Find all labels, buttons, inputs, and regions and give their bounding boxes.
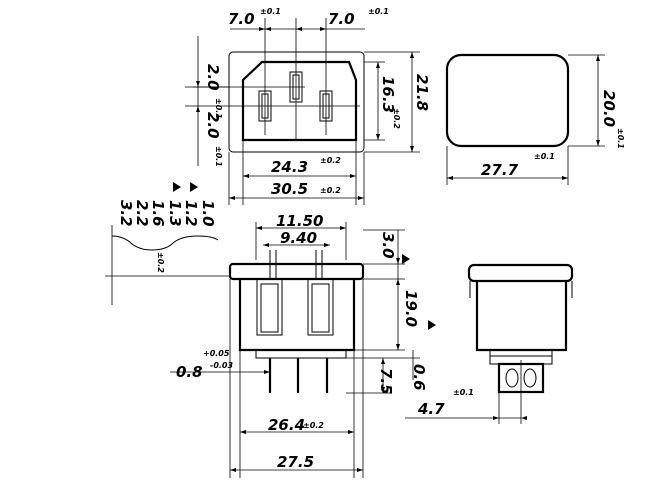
opening-width-label: 24.3 (271, 158, 308, 176)
overall-width-tol: ±0.2 (320, 186, 341, 195)
pin-width-label: 0.8 (176, 363, 203, 381)
pin-spacing-right-label: 7.0 (328, 10, 355, 28)
pin-width-tol-upper: +0.05 (203, 349, 230, 358)
overall-width-label: 30.5 (271, 180, 308, 198)
bottom-offset-tol: ±0.1 (214, 146, 223, 167)
body-width-tol: ±0.2 (303, 421, 324, 430)
side-view: 11.50 9.40 3.0 19.0 7.5 0.6 0.8 +0.05 -0… (170, 212, 436, 478)
cutout-height-tol: ±0.1 (616, 128, 625, 149)
pin-spacing-left-label: 7.0 (228, 10, 255, 28)
terminal-thickness-label: 0.6 (410, 364, 428, 391)
flange-width-label: 27.5 (277, 453, 314, 471)
top-offset-tol: ±0.1 (214, 98, 223, 119)
flange-label: 3.0 (379, 232, 397, 259)
cutout-height-label: 20.0 (600, 90, 618, 127)
cutout-width-tol: ±0.1 (534, 152, 555, 161)
terminal-offset-tol: ±0.1 (453, 388, 474, 397)
opening-width-tol: ±0.2 (320, 156, 341, 165)
body-depth-label: 19.0 (402, 290, 420, 327)
thickness-1-2: 1.2 (182, 200, 200, 227)
top-offset-label: 2.0 (204, 64, 222, 91)
terminal-offset-label: 4.7 (417, 400, 445, 418)
outer-clip-label: 11.50 (276, 212, 323, 230)
flag-triangle-icon (428, 320, 436, 330)
opening-height-tol: ±0.2 (392, 108, 401, 129)
terminal-hole-icon (505, 368, 519, 388)
thickness-3-2: 3.2 (117, 200, 135, 227)
brace-icon (111, 235, 219, 251)
thickness-1-3: 1.3 (166, 200, 184, 227)
inner-clip-label: 9.40 (280, 229, 317, 247)
pin-spacing-right-tol: ±0.1 (368, 7, 389, 16)
panel-thickness-table: 3.2 2.2 1.6 1.3 1.2 1.0 ±0.2 (105, 182, 230, 305)
body-width-label: 26.4 (268, 416, 305, 434)
flag-triangle-icon (173, 182, 181, 192)
cutout-width-label: 27.7 (481, 161, 519, 179)
thickness-1-0: 1.0 (199, 200, 217, 227)
opening-height-label: 16.3 (379, 76, 397, 113)
thickness-2-2: 2.2 (133, 200, 151, 227)
pin-width-tol-lower: -0.03 (210, 361, 233, 370)
bottom-offset-label: 2.0 (204, 112, 222, 139)
end-view: 4.7 ±0.1 (405, 263, 574, 424)
overall-height-label: 21.8 (413, 74, 431, 111)
flag-triangle-icon (402, 254, 410, 264)
front-view: 7.0 ±0.1 7.0 ±0.1 2.0 ±0.1 2.0 ±0.1 16.3… (185, 7, 431, 205)
terminal-hole-icon (523, 368, 537, 388)
thickness-1-6: 1.6 (149, 200, 167, 227)
pin-spacing-left-tol: ±0.1 (260, 7, 281, 16)
thickness-tol: ±0.2 (156, 252, 165, 273)
terminal-length-label: 7.5 (377, 368, 395, 395)
flag-triangle-icon (190, 182, 198, 192)
cutout-view: 27.7 ±0.1 20.0 ±0.1 (445, 53, 625, 185)
